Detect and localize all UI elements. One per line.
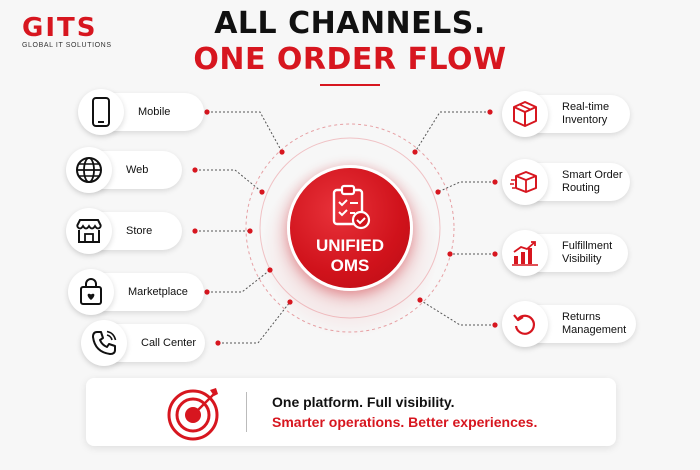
dot-store-b bbox=[247, 228, 253, 234]
brand-logo: GITS GLOBAL IT SOLUTIONS bbox=[22, 14, 142, 49]
title-line-2: ONE ORDER FLOW bbox=[193, 42, 507, 77]
dot-store-a bbox=[192, 228, 198, 234]
storefront-icon bbox=[66, 208, 112, 254]
dot-fulfillment-a bbox=[492, 251, 498, 257]
dot-mobile-a bbox=[204, 109, 210, 115]
dot-routing-a bbox=[492, 179, 498, 185]
channel-marketplace[interactable]: Marketplace bbox=[68, 269, 204, 315]
capability-label-line-2: Inventory bbox=[562, 114, 608, 126]
connector-returns bbox=[419, 299, 495, 326]
routing-box-icon bbox=[502, 159, 548, 205]
dot-call-b bbox=[287, 299, 293, 305]
dot-marketplace-b bbox=[267, 267, 273, 273]
connector-call-center bbox=[218, 301, 291, 344]
footer-line-2: Smarter operations. Better experiences. bbox=[272, 414, 538, 430]
dot-inventory-a bbox=[487, 109, 493, 115]
dot-returns-b bbox=[417, 297, 423, 303]
orbit-ring-outer bbox=[245, 123, 455, 333]
bar-chart-icon bbox=[502, 230, 548, 276]
return-arrow-icon bbox=[502, 301, 548, 347]
brand-tagline: GLOBAL IT SOLUTIONS bbox=[22, 42, 112, 49]
capability-fulfillment[interactable]: Fulfillment Visibility bbox=[502, 230, 628, 276]
globe-icon bbox=[66, 147, 112, 193]
channel-label: Call Center bbox=[141, 336, 197, 349]
connector-web bbox=[195, 169, 263, 193]
capability-returns[interactable]: Returns Management bbox=[502, 301, 636, 347]
capability-label-line-2: Routing bbox=[562, 182, 600, 194]
capability-label-line-2: Visibility bbox=[562, 253, 602, 265]
hub-label-line-2: OMS bbox=[330, 256, 370, 275]
capability-label: Real-time Inventory bbox=[562, 101, 609, 127]
connector-mobile bbox=[207, 111, 283, 153]
channel-web[interactable]: Web bbox=[66, 147, 182, 193]
capability-inventory[interactable]: Real-time Inventory bbox=[502, 91, 630, 137]
capability-label-line-2: Management bbox=[562, 324, 627, 336]
channel-call-center[interactable]: Call Center bbox=[81, 320, 205, 366]
orbit-ring-inner bbox=[259, 137, 441, 319]
dot-web-b bbox=[259, 189, 265, 195]
channel-label: Store bbox=[126, 224, 153, 237]
hub-label-line-1: UNIFIED bbox=[316, 236, 384, 255]
title-underline bbox=[320, 84, 380, 86]
channel-label: Mobile bbox=[138, 105, 171, 118]
connector-inventory bbox=[414, 111, 490, 153]
dot-returns-a bbox=[492, 322, 498, 328]
footer-line-1: One platform. Full visibility. bbox=[272, 394, 455, 410]
dot-fulfillment-b bbox=[447, 251, 453, 257]
dot-marketplace-a bbox=[204, 289, 210, 295]
hub-label: UNIFIED OMS bbox=[290, 236, 410, 276]
channel-label: Web bbox=[126, 163, 149, 176]
channel-store[interactable]: Store bbox=[66, 208, 182, 254]
phone-icon bbox=[81, 320, 127, 366]
shopping-bag-icon bbox=[68, 269, 114, 315]
footer-banner: One platform. Full visibility. Smarter o… bbox=[86, 378, 616, 446]
capability-label: Returns Management bbox=[562, 311, 626, 337]
capability-routing[interactable]: Smart Order Routing bbox=[502, 159, 630, 205]
channel-mobile[interactable]: Mobile bbox=[78, 89, 204, 135]
brand-name: GITS bbox=[22, 13, 98, 43]
clipboard-check-icon bbox=[332, 184, 371, 230]
box-icon bbox=[502, 91, 548, 137]
capability-label-line-1: Smart Order bbox=[562, 169, 623, 181]
capability-label: Fulfillment Visibility bbox=[562, 240, 612, 266]
dot-routing-b bbox=[435, 189, 441, 195]
dot-inventory-b bbox=[412, 149, 418, 155]
dot-web-a bbox=[192, 167, 198, 173]
capability-label-line-1: Real-time bbox=[562, 101, 610, 113]
target-icon bbox=[167, 388, 219, 441]
title-line-1: ALL CHANNELS. bbox=[214, 6, 486, 41]
channel-label: Marketplace bbox=[128, 285, 188, 298]
capability-label: Smart Order Routing bbox=[562, 169, 623, 195]
smartphone-icon bbox=[78, 89, 124, 135]
capability-label-line-1: Returns bbox=[562, 311, 601, 323]
capability-label-line-1: Fulfillment bbox=[562, 240, 613, 252]
unified-oms-hub: UNIFIED OMS bbox=[287, 165, 413, 291]
dot-call-a bbox=[215, 340, 221, 346]
dot-mobile-b bbox=[279, 149, 285, 155]
footer-divider bbox=[246, 392, 247, 432]
